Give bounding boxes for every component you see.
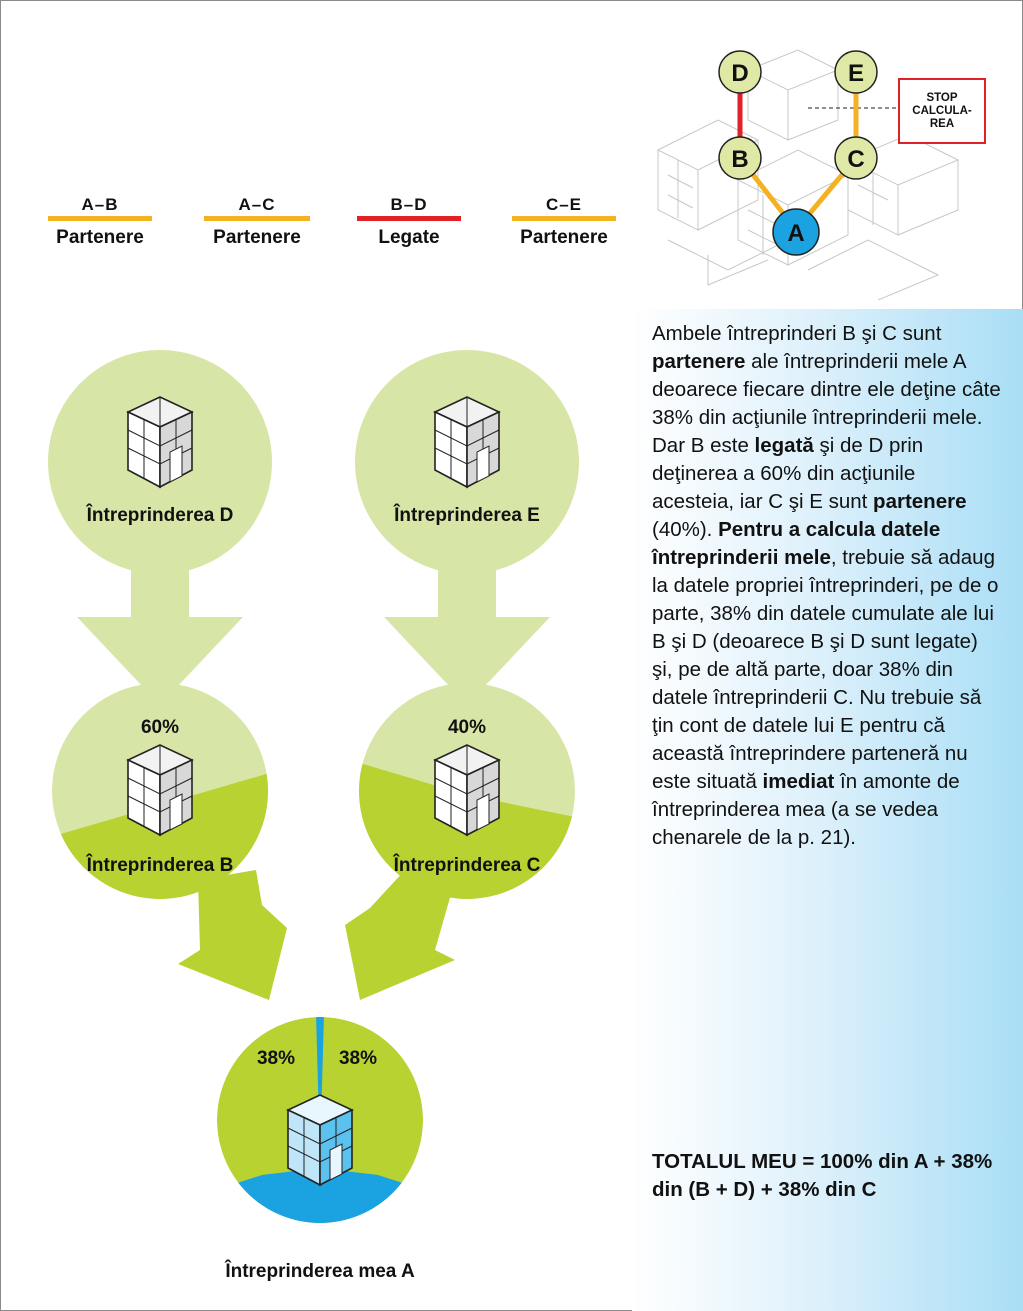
legend-b-d: B–D Legate	[357, 195, 461, 249]
desc-bold: imediat	[762, 770, 835, 793]
desc-text: şi de D prin deţinerea a 60% din acţiuni…	[652, 434, 924, 513]
legend-label: Partenere	[56, 227, 144, 248]
legend-bar	[512, 216, 616, 221]
node-d	[718, 50, 762, 94]
desc-bold: legată	[754, 434, 814, 457]
mini-structure-diagram: D E B C A	[656, 49, 960, 300]
legend-bar	[48, 216, 152, 221]
desc-text: , trebuie să adaug la datele propriei în…	[652, 546, 999, 793]
building-icon	[286, 1094, 354, 1187]
label-company-e: Întreprinderea E	[394, 505, 540, 526]
description-panel	[632, 309, 1023, 1311]
building-icon	[434, 744, 500, 836]
pct-a-right: 38%	[338, 1048, 378, 1069]
pct-a-left: 38%	[256, 1048, 296, 1069]
building-icon	[434, 396, 500, 488]
node-c	[834, 136, 878, 180]
ownership-diagram	[48, 350, 579, 1223]
desc-bold: partenere	[652, 350, 746, 373]
legend-bar	[204, 216, 310, 221]
building-icon	[127, 744, 193, 836]
arrow-b-to-a	[178, 870, 287, 1000]
desc-bold: partenere	[873, 490, 967, 513]
legend-a-c: A–C Partenere	[204, 195, 310, 249]
legend-code: B–D	[390, 195, 428, 214]
stop-box: STOP CALCULA- REA	[898, 78, 986, 144]
legend-c-e: C–E Partenere	[512, 195, 616, 249]
legend-a-b: A–B Partenere	[48, 195, 152, 249]
legend-code: A–B	[81, 195, 119, 214]
node-a	[772, 208, 820, 256]
legend-code: A–C	[238, 195, 276, 214]
legend-code: C–E	[545, 195, 583, 214]
node-e	[834, 50, 878, 94]
arrow-e-to-c	[384, 568, 550, 705]
label-company-d: Întreprinderea D	[86, 505, 234, 526]
label-company-b: Întreprinderea B	[86, 855, 234, 876]
label-company-a: Întreprinderea mea A	[225, 1261, 415, 1282]
node-e-label: E	[848, 60, 864, 87]
desc-bold: Pentru a calcula datele întreprinderii m…	[652, 518, 941, 569]
desc-text: Ambele întreprinderi B şi C sunt	[652, 322, 942, 345]
arrow-c-to-a	[345, 870, 455, 1000]
stop-box-text: STOP CALCULA- REA	[912, 91, 972, 130]
legend-label: Partenere	[520, 227, 608, 248]
legend-bar	[357, 216, 461, 221]
arrow-d-to-b	[77, 568, 243, 705]
desc-text: în amonte de întreprinderea mea (a se ve…	[652, 770, 960, 849]
pct-b: 60%	[140, 717, 180, 738]
description-text: Ambele întreprinderi B şi C sunt partene…	[652, 320, 1002, 852]
label-company-c: Întreprinderea C	[393, 855, 541, 876]
node-b-label: B	[731, 146, 748, 173]
node-b	[718, 136, 762, 180]
total-formula: TOTALUL MEU = 100% din A + 38% din (B + …	[652, 1150, 993, 1201]
legend-label: Legate	[378, 227, 440, 248]
node-d-label: D	[731, 60, 748, 87]
pct-c: 40%	[447, 717, 487, 738]
legend-label: Partenere	[213, 227, 301, 248]
node-c-label: C	[847, 146, 864, 173]
node-a-label: A	[787, 220, 804, 247]
desc-text: ale întreprinderii mele A deoarece fieca…	[652, 350, 1001, 457]
desc-text: (40%).	[652, 518, 719, 541]
building-icon	[127, 396, 193, 488]
